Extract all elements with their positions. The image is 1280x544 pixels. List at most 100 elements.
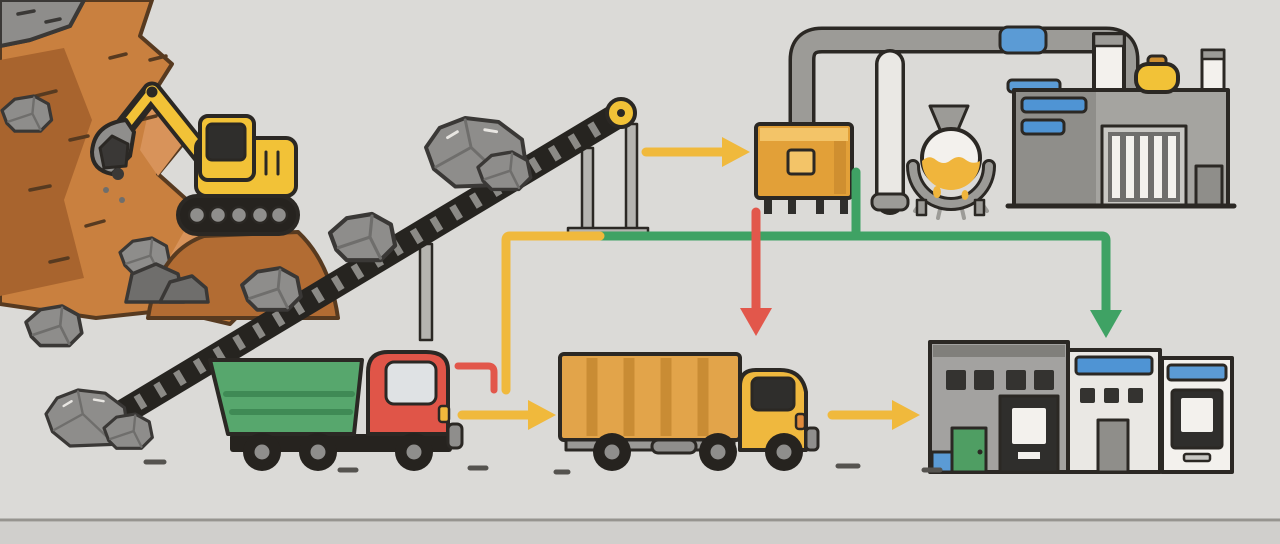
- chimney-band: [1092, 32, 1126, 48]
- window: [1080, 388, 1095, 403]
- wheel-hub: [710, 444, 726, 460]
- window: [1006, 370, 1026, 390]
- wheel-hub: [254, 444, 270, 460]
- blue-bin: [930, 450, 954, 474]
- ground-dashes: [143, 459, 943, 475]
- rock-cap-texture: [16, 9, 62, 24]
- smelter-stand: [909, 162, 993, 208]
- hopper-leg: [816, 196, 824, 214]
- vending-screen-inner: [1181, 398, 1213, 432]
- track-wheel: [269, 205, 289, 225]
- track-wheel: [250, 205, 270, 225]
- rock-cap: [0, 0, 86, 48]
- smelter-leg: [973, 198, 986, 217]
- cargo-box-stripes: [586, 358, 709, 436]
- claw-rock: [112, 168, 124, 180]
- factory: [1005, 32, 1237, 209]
- slat: [1154, 136, 1162, 198]
- cliff-texture-dashes: [28, 52, 168, 264]
- vending-machine: [1160, 356, 1234, 474]
- windshield: [750, 376, 796, 412]
- bumper: [446, 422, 464, 450]
- molten-drip: [933, 186, 941, 198]
- sign-blue: [1074, 355, 1154, 376]
- conveyor-support-post: [580, 146, 595, 236]
- vending-slot: [1182, 452, 1212, 463]
- wheel-hub: [776, 444, 792, 460]
- falling-debris: [103, 187, 109, 193]
- flow-hopper-output-green: [595, 167, 1111, 317]
- crusher-hopper: [754, 122, 854, 214]
- headlight: [437, 404, 451, 424]
- wheel-hub: [604, 444, 620, 460]
- cab-window: [205, 122, 247, 162]
- kiosk-slot: [1018, 452, 1040, 459]
- slat: [1140, 136, 1148, 198]
- falling-debris: [119, 197, 125, 203]
- conveyor-support-post: [624, 122, 639, 236]
- box-truck: [558, 352, 820, 471]
- engine-vents: [264, 150, 280, 176]
- boom-joint: [146, 86, 158, 98]
- roof-band: [933, 345, 1065, 357]
- belt-treads: [94, 109, 621, 434]
- slat: [1112, 136, 1120, 198]
- flow-retail-arrowhead: [892, 400, 920, 430]
- fuel-tank: [650, 438, 698, 455]
- cliff-light-facet: [140, 104, 184, 176]
- bumper: [804, 426, 820, 452]
- retail-storefronts: [928, 340, 1234, 474]
- flow-red-connector: [454, 362, 498, 394]
- molten-metal: [922, 157, 980, 190]
- slat: [1126, 136, 1134, 198]
- flow-arrows: [454, 137, 1122, 430]
- slat: [1168, 136, 1176, 198]
- window: [974, 370, 994, 390]
- pipe-blue-sleeve: [998, 25, 1048, 55]
- chimney-band: [1200, 48, 1226, 61]
- excavator: [90, 81, 300, 236]
- factory-door: [1194, 164, 1224, 208]
- window: [946, 370, 966, 390]
- hopper-shade-stripe: [834, 140, 846, 194]
- track-wheel: [208, 205, 228, 225]
- window-bar-blue: [1020, 118, 1066, 136]
- claw-rocks: [98, 134, 130, 170]
- head-pulley-axle: [617, 109, 625, 117]
- ground-strip: [0, 522, 1280, 544]
- door-green: [950, 426, 988, 474]
- track-wheel: [229, 205, 249, 225]
- factory-slats: [1112, 136, 1176, 198]
- headlight: [794, 412, 807, 431]
- flow-green-arrowhead: [1090, 310, 1122, 338]
- window-bar-blue: [1020, 96, 1088, 114]
- window: [1104, 388, 1119, 403]
- wheel-hub: [310, 444, 326, 460]
- pipe-end-cap: [870, 192, 910, 212]
- molten-drip: [961, 190, 969, 200]
- building-left: [928, 340, 1070, 474]
- window: [1034, 370, 1054, 390]
- kiosk-screen: [1012, 408, 1046, 444]
- hopper-leg: [764, 196, 772, 214]
- rubble-rock: [158, 274, 210, 304]
- dump-truck: [208, 350, 464, 471]
- hopper-leg: [840, 196, 848, 214]
- cab-window: [384, 360, 438, 406]
- conveyor-support-post: [418, 242, 434, 342]
- flow-branch-yellow: [501, 231, 605, 395]
- smelter: [906, 127, 996, 220]
- flow-red-arrowhead: [740, 308, 772, 336]
- hopper-hatch: [786, 148, 816, 176]
- door-gray: [1096, 418, 1130, 474]
- smelter-leg: [915, 198, 928, 217]
- track-wheel: [187, 205, 207, 225]
- hopper-legs: [764, 196, 848, 214]
- hopper-top-rim: [760, 128, 848, 141]
- sign-blue: [1166, 363, 1228, 382]
- flow-conveyor-to-hopper-arrowhead: [722, 137, 750, 167]
- dump-bed-stripes: [223, 391, 355, 415]
- flow-truck-arrowhead: [528, 400, 556, 430]
